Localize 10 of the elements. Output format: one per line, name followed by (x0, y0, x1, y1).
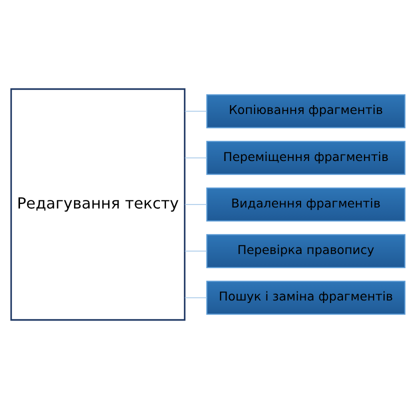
node-box: Редагування тексту (10, 88, 186, 320)
node-box: Видалення фрагментів (206, 187, 406, 221)
connector (184, 296, 208, 298)
connector (184, 156, 208, 158)
node-box: Переміщення фрагментів (206, 140, 406, 174)
node-box: Копіювання фрагментів (206, 94, 406, 128)
node-box: Пошук і заміна фрагментів (206, 280, 406, 314)
node-box: Перевірка правопису (206, 234, 406, 268)
connector (184, 250, 208, 252)
connector (184, 110, 208, 112)
